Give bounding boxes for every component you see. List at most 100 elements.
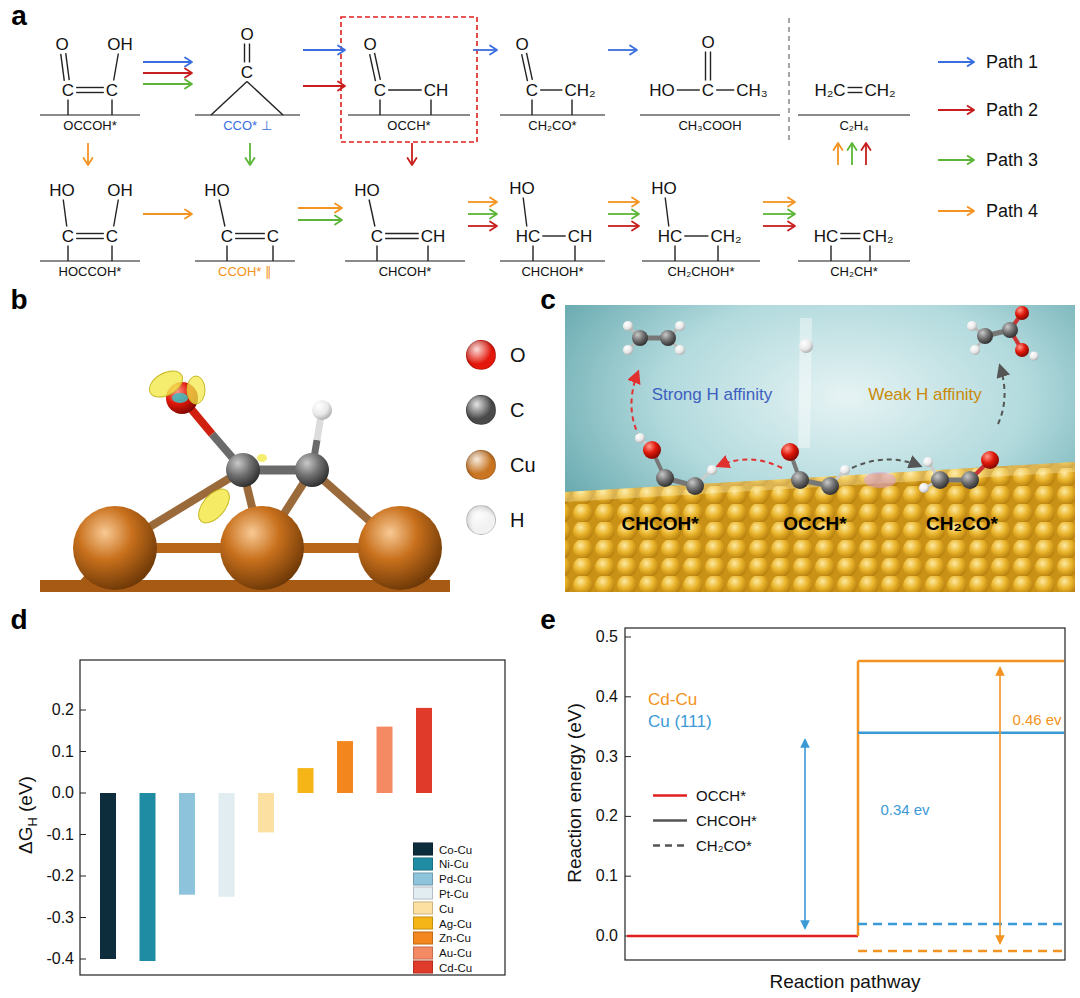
atom-symbol: C [62,82,74,99]
species-label: OCCH* [348,119,470,132]
legend-line-sample [653,819,687,822]
atom-symbol: HO [649,82,675,99]
legend-text: Path 3 [986,150,1038,171]
axis-title-part: H [25,817,40,826]
legend-item: Path 4 [936,199,1038,223]
acetic-acid-molecule-part [1015,343,1029,357]
legend-swatch [466,505,496,535]
arrow-shaft [473,49,497,51]
legend-item: O [466,340,526,370]
legend-item: Ag-Cu [413,917,472,930]
legend-text: Pt-Cu [439,887,468,899]
atom-symbol: C [62,228,74,245]
chemical-bond [219,200,225,227]
text-label: 0.1 [52,743,74,761]
panel-letter: d [10,605,27,636]
legend-swatch [413,946,433,959]
energy-plot-part [858,731,1064,734]
atom-symbol: C [106,82,118,99]
energy-plot-part [858,950,1064,953]
atom-symbol: O [363,36,376,53]
chemical-bond [385,238,419,239]
surface-bond [226,246,227,262]
legend-swatch [413,843,433,856]
chemical-bond [522,54,528,81]
chemical-bond [61,54,65,81]
acetic-acid-molecule-part [1002,322,1018,338]
arrow-shaft [608,225,639,227]
bar-chart-part [416,708,432,793]
species-node: OCCCO* ⊥ [195,22,300,140]
text-label: 0.34 ev [880,802,929,819]
chemical-bond [76,87,104,88]
chemical-bond [540,89,562,90]
ethylene-molecule [623,321,685,355]
ch2co-molecule-part [923,457,933,467]
legend-item: Path 1 [936,50,1038,74]
species-node: HOOHCCHOCCOH* [40,168,140,286]
text-label: 0.3 [596,748,618,766]
legend-swatch [413,931,433,944]
occh-molecule [781,443,850,495]
arrow-head [632,198,639,207]
energy-plot-part [858,923,1064,926]
arrow-head [185,69,192,78]
chemical-bond [388,89,422,90]
arrow-head [632,222,639,231]
text-label: Cd-Cu [648,691,697,710]
legend-arrow-head [967,207,974,216]
chemical-bond [235,238,265,239]
surface-illustration-part [565,462,1075,592]
ch2co-molecule-part [981,451,999,469]
text-label: -0.4 [46,950,74,968]
bar-chart-part [219,793,235,897]
legend-item: H [466,505,524,535]
bar-chart-part [258,793,274,832]
chemical-bond [385,233,419,234]
surface-bond [531,100,532,116]
path-arrow [763,222,795,231]
path-arrow [143,69,192,78]
acetic-acid-molecule [967,306,1039,361]
atom-symbol: C [221,228,233,245]
arrow-head [490,46,497,55]
text-label: 0.2 [596,808,618,826]
chcoh-molecule-part [635,433,645,443]
legend-swatch [936,50,978,74]
legend-swatch [936,148,978,172]
arrow-shaft [608,213,639,215]
surface-bond [574,246,575,262]
text-label: CHCOH* [621,514,698,535]
arrow-head [490,198,497,207]
legend-item: Cu [413,902,454,915]
arrow-head [788,222,795,231]
chemical-bond [677,89,700,90]
surface-line [195,260,295,262]
text-label: 0.0 [596,927,618,945]
surface-bond [532,246,533,262]
legend-arrow-line [938,210,974,212]
atom-symbol: C [241,64,253,81]
arrow-head [185,210,192,219]
arrow-shaft [608,201,639,203]
axis-title-part: ΔG [15,826,36,853]
arrow-shaft [865,143,867,165]
atom-symbol: O [701,34,714,51]
text-label: 0.1 [596,867,618,885]
occh-molecule-part [781,443,799,461]
legend-text: Ni-Cu [439,858,468,870]
species-node: OCCH₂CH₂CO* [500,22,605,140]
surface-line [500,114,605,116]
arrow-shaft [763,213,795,215]
ethylene-molecule-part [623,321,633,331]
surface-bond [571,100,572,116]
surface-line [798,114,910,116]
legend-item: CH₂CO* [652,837,752,854]
arrow-shaft [303,85,345,87]
arrow-head [630,46,637,55]
path-arrow [143,58,192,67]
arrow-head [335,204,342,213]
atom-symbol: CH [421,228,446,245]
atom-symbol: CH₂ [864,82,895,99]
